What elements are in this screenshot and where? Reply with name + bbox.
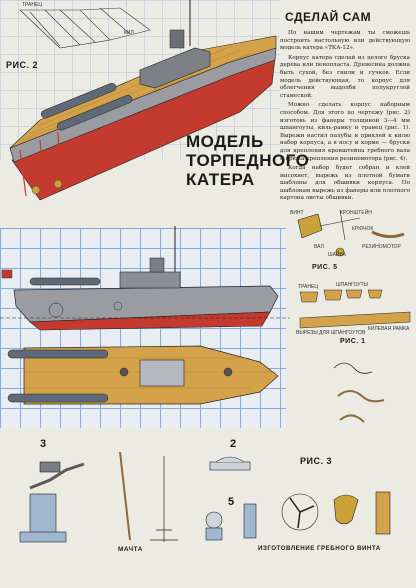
paragraph: Корпус катера сделай из целого бруска де… [280, 54, 410, 99]
caption-mast: МАЧТА [118, 546, 143, 553]
label-transom: ТРАНЕЦ [22, 2, 43, 8]
fig1-frame-parts [299, 289, 411, 329]
title-line: КАТЕРА [186, 170, 255, 189]
label-frames: ШПАНГОУТЫ [336, 282, 368, 288]
label-frame-cutouts: ВЫРЕЗЫ ДЛЯ ШПАНГОУТОВ [296, 330, 366, 336]
label-shaft: ВАЛ [314, 244, 324, 250]
label-hook: КРЮЧОК [352, 226, 374, 232]
fig2-label: РИС. 2 [6, 60, 38, 70]
frame-wireframe [19, 7, 151, 49]
detail-5 [205, 503, 257, 541]
fig3-label: РИС. 3 [300, 456, 332, 466]
title-line: МОДЕЛЬ [186, 132, 264, 151]
label-transom-2: ТРАНЕЦ [298, 284, 319, 290]
gun-mount [19, 461, 85, 543]
fig3-hooks [333, 362, 385, 423]
top-view-boat [7, 345, 279, 405]
detail-number-5: 5 [228, 496, 235, 508]
label-keel: КИЛ [124, 30, 134, 36]
detail-number-2: 2 [230, 438, 237, 450]
label-rubber-motor: РЕЗИНОМОТОР [362, 244, 401, 250]
side-view-boat [0, 226, 290, 331]
label-washer: ШАЙБА [328, 252, 347, 258]
fig1-label: РИС. 1 [340, 338, 366, 345]
label-bracket: КРОНШТЕЙН [340, 210, 372, 216]
caption-propeller: ИЗГОТОВЛЕНИЕ ГРЕБНОГО ВИНТА [258, 545, 381, 552]
label-keel-frame: КИЛЕВАЯ РАМКА [368, 326, 410, 332]
fig5-label: РИС. 5 [312, 264, 338, 271]
mast [119, 451, 178, 542]
page-title: МОДЕЛЬ ТОРПЕДНОГО КАТЕРА [186, 132, 309, 189]
perspective-boat [9, 0, 277, 201]
propeller-making [281, 491, 391, 535]
label-screw: ВИНТ [290, 210, 304, 216]
paragraph: Когда набор будет собран и клей высохнет… [280, 165, 410, 202]
article-body: По нашим чертежам ты сможешь построить н… [280, 30, 410, 205]
title-line: ТОРПЕДНОГО [186, 151, 310, 170]
detail-number-3: 3 [40, 438, 47, 450]
fig5-propeller-parts [297, 209, 405, 257]
paragraph: По нашим чертежам ты сможешь построить н… [280, 30, 410, 52]
section-heading: СДЕЛАЙ САМ [285, 10, 372, 24]
paragraph: Можно сделать корпус наборным способом. … [280, 102, 410, 162]
detail-2 [209, 456, 251, 471]
